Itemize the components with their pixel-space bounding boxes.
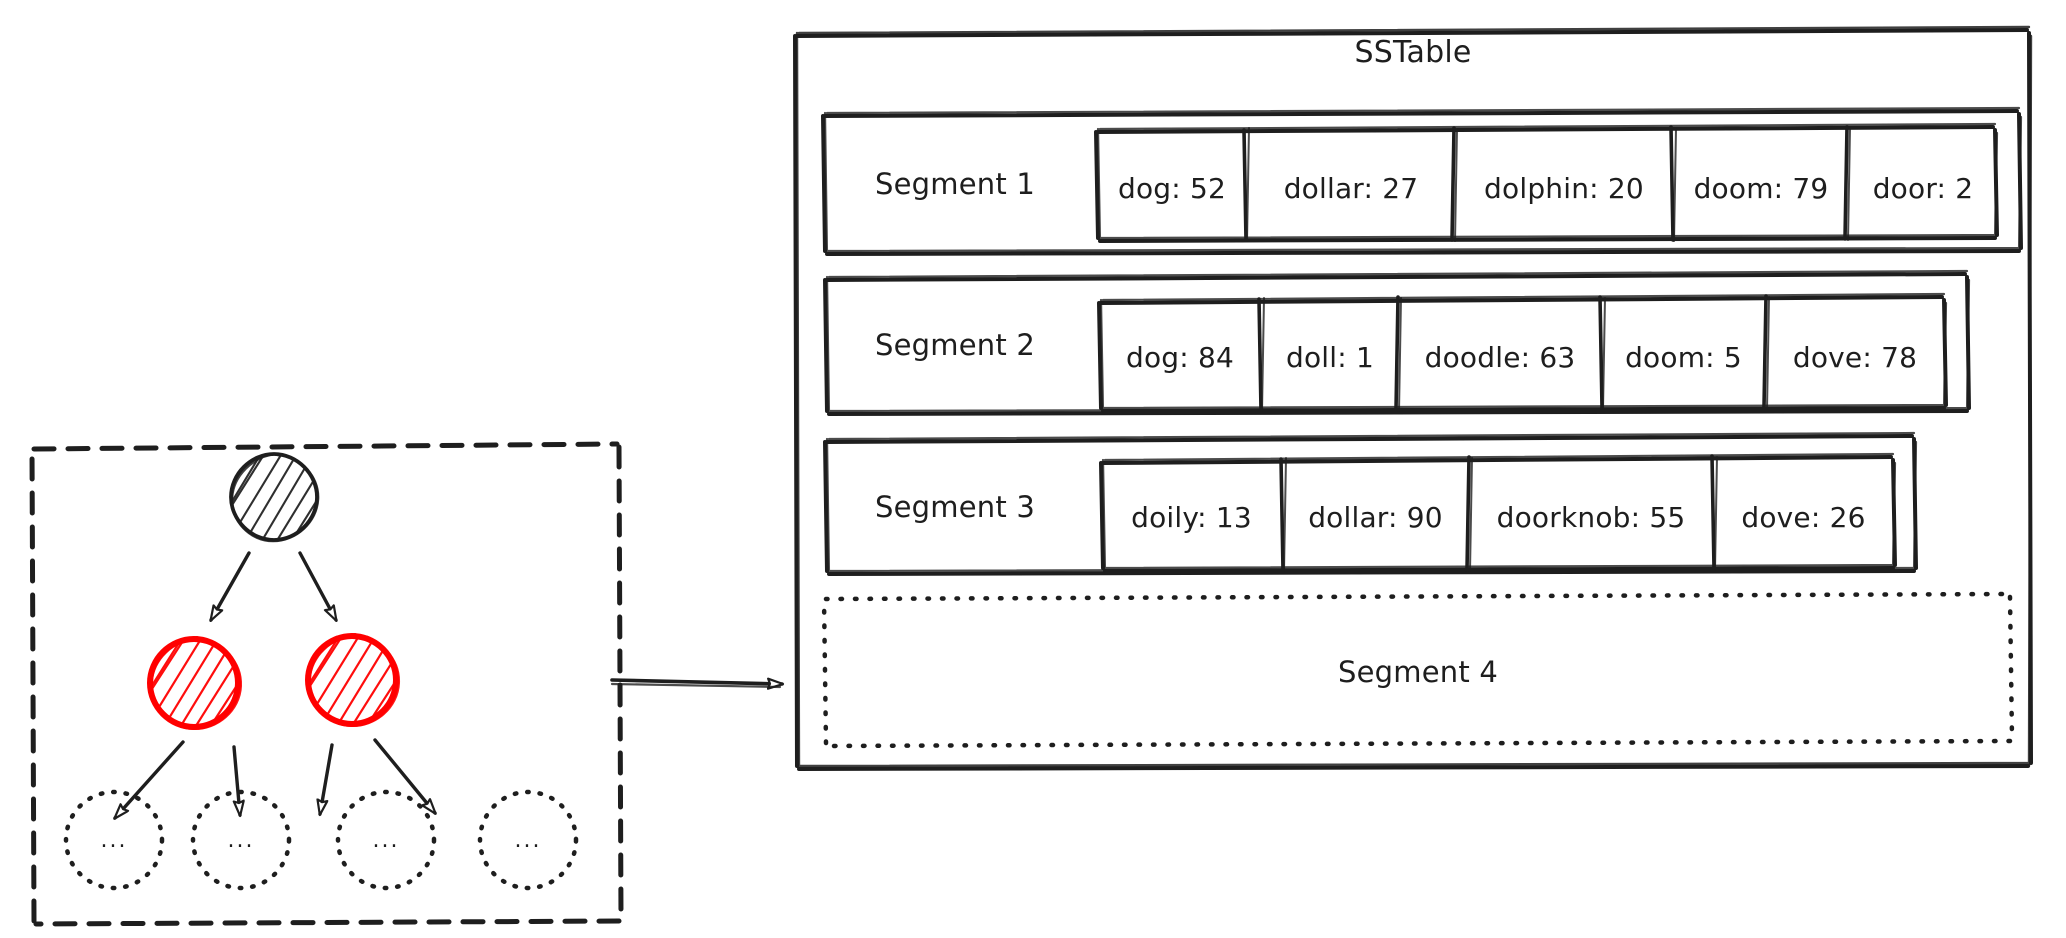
entry-cell[interactable]: dollar: 27 — [1283, 172, 1419, 205]
leaf-node-label: ... — [372, 828, 400, 853]
segment-row-1[interactable] — [821, 106, 2023, 256]
page-title: SSTable — [1354, 35, 1472, 70]
entry-cell[interactable]: dollar: 90 — [1308, 501, 1443, 534]
leaf-node-1 — [63, 789, 165, 891]
leaf-node-3 — [335, 789, 437, 891]
entry-cell[interactable]: door: 2 — [1872, 172, 1974, 205]
entry-cell[interactable]: doom: 5 — [1625, 341, 1742, 374]
leaf-node-label: ... — [514, 828, 542, 853]
tree-node-red-right[interactable] — [286, 627, 428, 757]
entry-cell[interactable]: doom: 79 — [1693, 172, 1829, 205]
tree-edges — [115, 551, 435, 818]
entry-cell[interactable]: doll: 1 — [1285, 341, 1374, 374]
tree-to-sstable-arrow — [610, 680, 782, 687]
segment-label-2: Segment 2 — [875, 328, 1035, 362]
leaf-node-label: ... — [100, 828, 128, 853]
entry-cell[interactable]: dog: 52 — [1117, 172, 1227, 205]
segment-label-1: Segment 1 — [875, 167, 1035, 201]
entry-cell[interactable]: dog: 84 — [1125, 341, 1235, 374]
tree-root-node[interactable] — [210, 445, 350, 574]
leaf-node-4 — [477, 789, 579, 891]
memtable-tree-panel — [29, 441, 624, 927]
tree-node-red-left[interactable] — [128, 630, 270, 760]
segment-row-2[interactable] — [823, 269, 1971, 416]
sstable-panel — [793, 25, 2033, 771]
entry-cell[interactable]: dove: 26 — [1741, 501, 1866, 534]
segment-row-4[interactable] — [821, 591, 2015, 749]
entry-cell[interactable]: dove: 78 — [1792, 341, 1918, 374]
tree-leaf-nodes — [63, 789, 579, 891]
entry-cell[interactable]: doorknob: 55 — [1496, 501, 1686, 534]
entry-cell[interactable]: doodle: 63 — [1424, 341, 1576, 374]
segment-label-4: Segment 4 — [1338, 655, 1498, 689]
segment-label-3: Segment 3 — [875, 490, 1035, 524]
leaf-node-2 — [190, 789, 292, 891]
segment-row-3[interactable] — [823, 431, 1918, 576]
leaf-node-label: ... — [227, 828, 255, 853]
entry-cell[interactable]: doily: 13 — [1131, 501, 1252, 534]
entry-cell[interactable]: dolphin: 20 — [1484, 172, 1644, 205]
